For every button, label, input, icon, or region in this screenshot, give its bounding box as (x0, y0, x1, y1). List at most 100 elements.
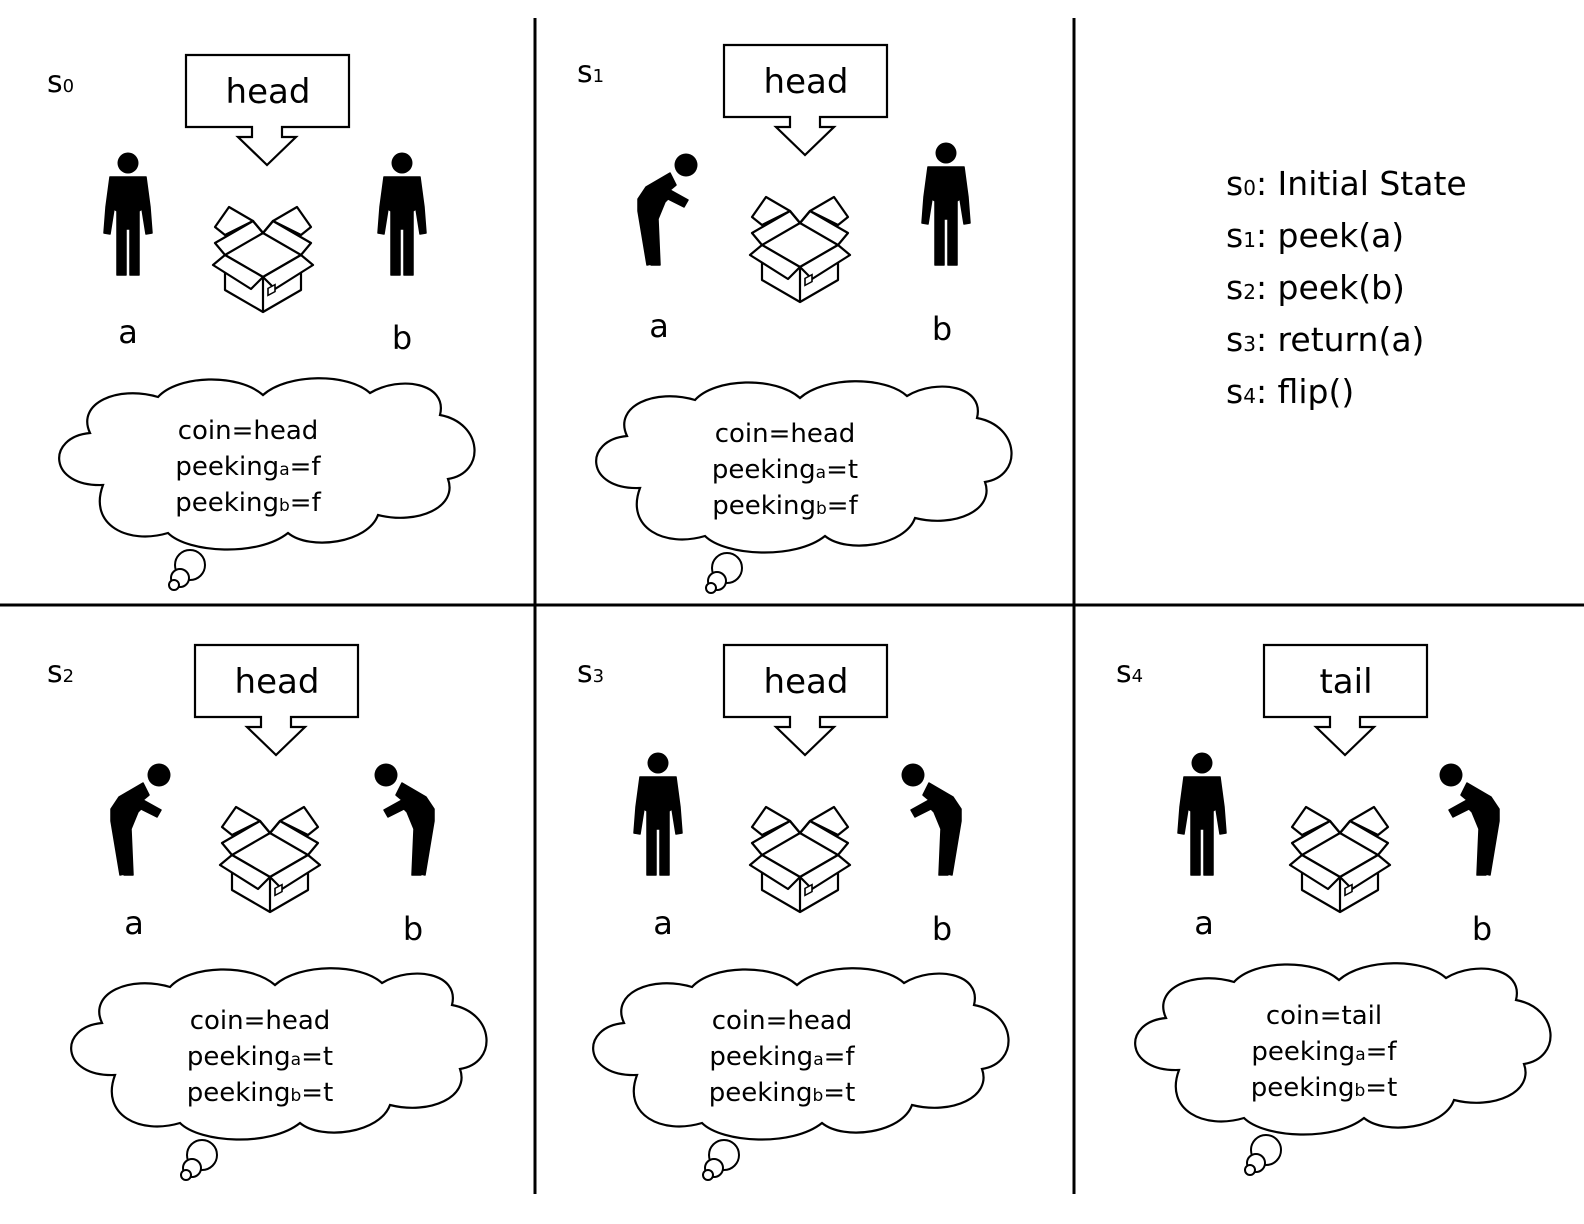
legend-text: : Initial State (1255, 164, 1467, 203)
thought-peeking-b: peekingb=t (709, 1078, 856, 1108)
legend-text: : return(a) (1255, 320, 1425, 359)
legend-state-letter: s (1226, 320, 1244, 359)
state-label: s4 (1116, 655, 1143, 690)
thought-peeking-a: peekinga=f (709, 1042, 855, 1072)
person-b-label: b (1472, 910, 1492, 948)
state-subscript: 1 (593, 66, 604, 87)
thought-cloud: coin=head peekinga=f peekingb=t (592, 967, 1010, 1181)
legend-state-letter: s (1226, 164, 1244, 203)
person-a-label: a (649, 307, 669, 345)
thought-peeking-b: peekingb=f (175, 488, 321, 518)
callout-box (193, 643, 360, 757)
legend-row: s2: peek(b) (1226, 264, 1467, 316)
thought-bubble-small (702, 1169, 714, 1181)
legend-text: : peek(b) (1255, 268, 1405, 307)
peeking-a-subscript: a (291, 1050, 301, 1070)
callout-box (1262, 643, 1429, 757)
grid-lines (0, 18, 1584, 1194)
peeking-a-prefix: peeking (187, 1042, 291, 1072)
legend-row: s0: Initial State (1226, 160, 1467, 212)
peeking-a-prefix: peeking (175, 452, 279, 482)
thought-peeking-a: peekinga=t (187, 1042, 333, 1072)
thought-coin-value: coin=tail (1266, 1001, 1382, 1031)
peeking-b-value: =f (290, 488, 322, 518)
peeking-a-value: =f (290, 452, 322, 482)
peeking-b-prefix: peeking (1251, 1073, 1355, 1103)
person-b-label: b (403, 910, 423, 948)
thought-peeking-a: peekinga=f (1251, 1037, 1397, 1067)
thought-coin-value: coin=head (190, 1006, 331, 1036)
callout-box (722, 43, 889, 157)
legend-state-letter: s (1226, 372, 1244, 411)
legend-state-subscript: 2 (1243, 280, 1256, 304)
thought-cloud: coin=tail peekinga=f peekingb=t (1134, 962, 1552, 1176)
person-b-label: b (932, 310, 952, 348)
state-label: s1 (577, 55, 604, 90)
peeking-b-subscript: b (816, 499, 827, 519)
peeking-b-subscript: b (290, 1086, 301, 1106)
cloud-outline (592, 967, 1010, 1141)
person-b-label: b (932, 910, 952, 948)
peeking-a-subscript: a (279, 460, 289, 480)
callout-box (722, 643, 889, 757)
peeking-b-prefix: peeking (187, 1078, 291, 1108)
legend-state-subscript: 1 (1243, 228, 1256, 252)
state-subscript: 4 (1132, 666, 1143, 687)
cloud-outline (595, 380, 1013, 554)
peeking-b-subscript: b (1354, 1081, 1365, 1101)
thought-peeking-a: peekinga=f (175, 452, 321, 482)
person-a-icon (637, 152, 699, 266)
state-subscript: 2 (63, 666, 74, 687)
cloud-outline (70, 967, 488, 1141)
open-box-icon (211, 205, 315, 314)
person-b-icon (900, 762, 962, 876)
thought-peeking-b: peekingb=f (712, 491, 858, 521)
cloud-outline (1134, 962, 1552, 1136)
peeking-b-subscript: b (812, 1086, 823, 1106)
legend-row: s3: return(a) (1226, 316, 1467, 368)
state-letter: s (1116, 655, 1132, 690)
peeking-a-value: =f (824, 1042, 856, 1072)
thought-coin-value: coin=head (178, 416, 319, 446)
legend-row: s4: flip() (1226, 368, 1467, 420)
legend-text: : flip() (1255, 372, 1355, 411)
cloud-outline (58, 377, 476, 551)
coin-side-label: head (764, 62, 849, 102)
person-b-label: b (392, 319, 412, 357)
peeking-b-value: =t (1365, 1073, 1397, 1103)
legend-state-subscript: 4 (1243, 384, 1256, 408)
peeking-a-subscript: a (816, 463, 826, 483)
peeking-b-value: =t (301, 1078, 333, 1108)
legend-state-subscript: 3 (1243, 332, 1256, 356)
coin-side-label: head (226, 72, 311, 112)
state-letter: s (577, 55, 593, 90)
thought-bubble-small (168, 579, 180, 591)
thought-coin-value: coin=head (715, 419, 856, 449)
person-b-icon (921, 141, 971, 266)
person-b-icon (1438, 762, 1500, 876)
peeking-a-subscript: a (1355, 1045, 1365, 1065)
person-a-label: a (653, 904, 673, 942)
peeking-b-prefix: peeking (709, 1078, 813, 1108)
peeking-b-prefix: peeking (175, 488, 279, 518)
thought-peeking-b: peekingb=t (1251, 1073, 1398, 1103)
state-letter: s (577, 655, 593, 690)
peeking-b-value: =t (823, 1078, 855, 1108)
thought-coin-value: coin=head (712, 1006, 853, 1036)
open-box-icon (748, 805, 852, 914)
coin-side-label: tail (1319, 662, 1372, 702)
person-a-icon (633, 751, 683, 876)
state-label: s0 (47, 65, 74, 100)
coin-side-label: head (235, 662, 320, 702)
state-letter: s (47, 655, 63, 690)
person-b-icon (377, 151, 427, 276)
